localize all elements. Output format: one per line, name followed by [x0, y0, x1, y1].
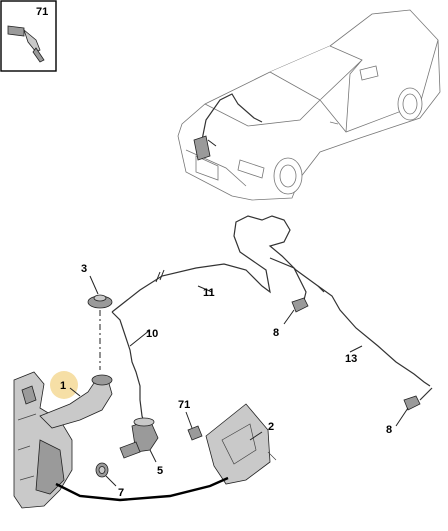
push-rivet-icon — [7, 25, 45, 63]
filler-grommet — [87, 294, 113, 370]
hose-assembly — [111, 215, 431, 423]
mounting-bracket — [205, 403, 277, 485]
inset-box: 71 — [0, 0, 57, 72]
callout-bracket: 2 — [268, 421, 274, 433]
nozzle-left — [291, 297, 309, 313]
callout-pump-grommet: 7 — [118, 487, 124, 499]
callout-hose-upper: 11 — [203, 287, 215, 299]
washer-pump — [119, 417, 159, 459]
callout-nozzle-right: 8 — [386, 424, 392, 436]
callout-grommet: 3 — [81, 263, 87, 275]
clip-fastener — [187, 425, 203, 441]
nozzle-right — [403, 387, 433, 411]
washer-reservoir — [13, 371, 113, 509]
inset-label: 71 — [36, 6, 48, 18]
callout-reservoir: 1 — [60, 380, 66, 392]
callout-hose-main: 13 — [345, 353, 357, 365]
callout-highlight — [50, 371, 78, 399]
pump-grommet — [95, 462, 109, 478]
callout-nozzle-left: 8 — [273, 327, 279, 339]
pump-wire — [55, 476, 229, 502]
leader-lines — [69, 275, 409, 487]
vehicle-outline — [177, 9, 441, 201]
callout-clip: 71 — [178, 399, 190, 411]
callout-hose-lower: 10 — [146, 328, 158, 340]
callout-pump: 5 — [157, 465, 163, 477]
callout-labels: 1 2 3 5 7 8 8 10 11 13 71 — [60, 263, 392, 499]
